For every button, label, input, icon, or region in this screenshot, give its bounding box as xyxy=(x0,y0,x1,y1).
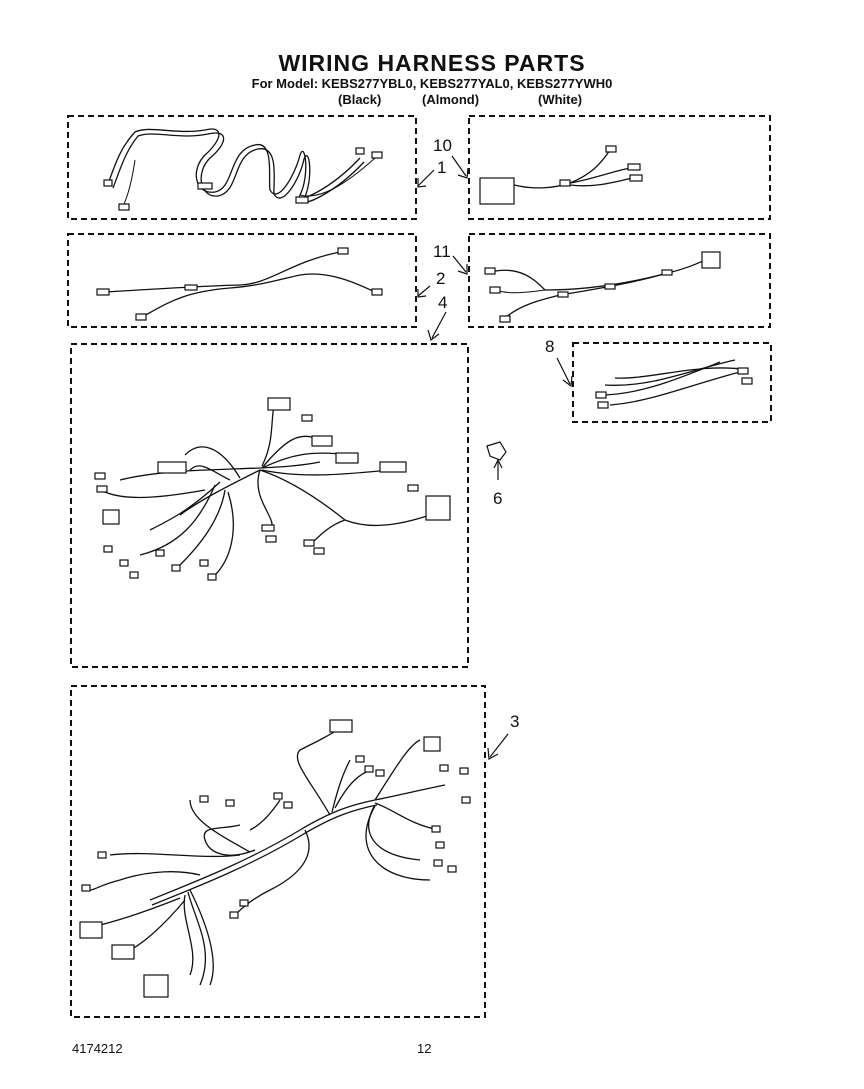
callout-3: 3 xyxy=(510,712,520,731)
model-line: For Model: KEBS277YBL0, KEBS277YAL0, KEB… xyxy=(251,76,613,91)
page-number: 12 xyxy=(417,1041,432,1056)
color-label-almond: (Almond) xyxy=(422,92,480,107)
color-label-white: (White) xyxy=(538,92,583,107)
part-4-harness xyxy=(70,343,469,668)
part-1-harness xyxy=(67,115,417,220)
part-2-harness xyxy=(67,233,417,328)
part-8-harness xyxy=(572,342,772,423)
doc-number: 4174212 xyxy=(72,1041,123,1056)
callout-10: 10 xyxy=(433,136,452,155)
callout-11: 11 xyxy=(433,242,451,261)
callout-8: 8 xyxy=(545,337,555,356)
leader-lines xyxy=(417,155,573,760)
callout-4: 4 xyxy=(438,293,448,312)
page-title: WIRING HARNESS PARTS xyxy=(278,50,586,76)
part-11-harness xyxy=(468,233,771,328)
callout-1: 1 xyxy=(437,158,447,177)
part-6-clip xyxy=(486,441,507,480)
part-10-harness xyxy=(468,115,771,220)
callout-6: 6 xyxy=(493,489,503,508)
part-3-harness xyxy=(70,685,486,1018)
color-label-black: (Black) xyxy=(338,92,382,107)
callout-2: 2 xyxy=(436,269,446,288)
